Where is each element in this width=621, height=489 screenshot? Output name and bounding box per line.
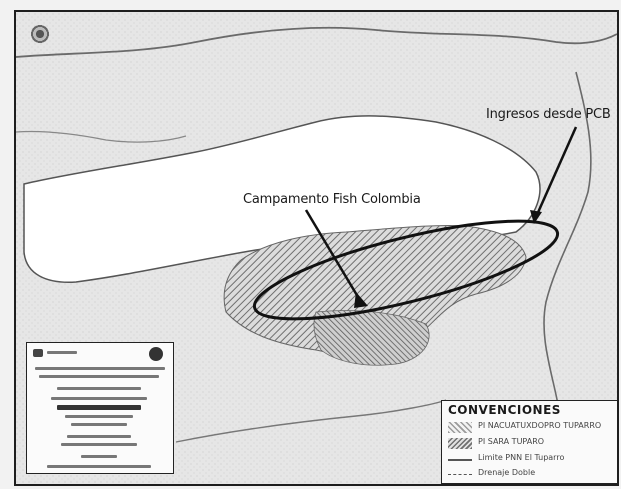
arrow-ingresos (534, 126, 578, 218)
title-block-line (35, 367, 165, 370)
title-block-line (67, 435, 131, 438)
hatched-area-south (313, 310, 430, 366)
legend-label: Drenaje Doble (478, 468, 536, 477)
arrow-campamento (304, 209, 363, 303)
compass-rose-icon (30, 24, 50, 44)
institution-logo-icon (33, 349, 43, 357)
title-block-line (47, 351, 77, 354)
legend-label: PI NACUATUXDOPRO TUPARRO (478, 421, 602, 430)
river-west (16, 130, 187, 143)
annotation-campamento: Campamento Fish Colombia (243, 192, 421, 207)
river-south (175, 399, 447, 443)
map-frame: Ingresos desde PCB Campamento Fish Colom… (14, 10, 619, 486)
park-emblem-icon (149, 347, 163, 361)
title-block-line (65, 415, 133, 418)
title-block-line (61, 443, 137, 446)
arrow-ingresos-head (530, 210, 542, 224)
title-block-line (51, 397, 147, 400)
highlight-ellipse (252, 219, 560, 321)
arrow-campamento-head (354, 292, 368, 308)
legend-label: Limite PNN El Tuparro (478, 453, 565, 462)
legend-item-drenaje: Drenaje Doble (448, 468, 617, 482)
legend-item-resguardo-2: PI SARA TUPARO (448, 437, 617, 451)
title-block-heading (57, 405, 141, 410)
legend-item-resguardo-1: PI NACUATUXDOPRO TUPARRO (448, 421, 617, 435)
legend-swatch-hatch-dark (448, 438, 472, 449)
legend-item-limite: Limite PNN El Tuparro (448, 453, 617, 467)
hatched-area-main (223, 224, 527, 354)
map-legend: CONVENCIONES PI NACUATUXDOPRO TUPARRO PI… (441, 400, 617, 484)
title-block-line (39, 375, 159, 378)
legend-label: PI SARA TUPARO (478, 437, 545, 446)
legend-swatch-line (448, 454, 472, 465)
river-north (16, 26, 617, 58)
annotation-ingresos: Ingresos desde PCB (486, 107, 611, 122)
legend-title: CONVENCIONES (448, 403, 561, 417)
title-block-line (57, 387, 141, 390)
map-title-block (26, 342, 174, 474)
legend-swatch-dash (448, 469, 472, 480)
legend-swatch-hatch-light (448, 422, 472, 433)
title-block-line (81, 455, 117, 458)
title-block-line (71, 423, 127, 426)
title-block-line (47, 465, 151, 468)
white-park-region (23, 115, 541, 283)
